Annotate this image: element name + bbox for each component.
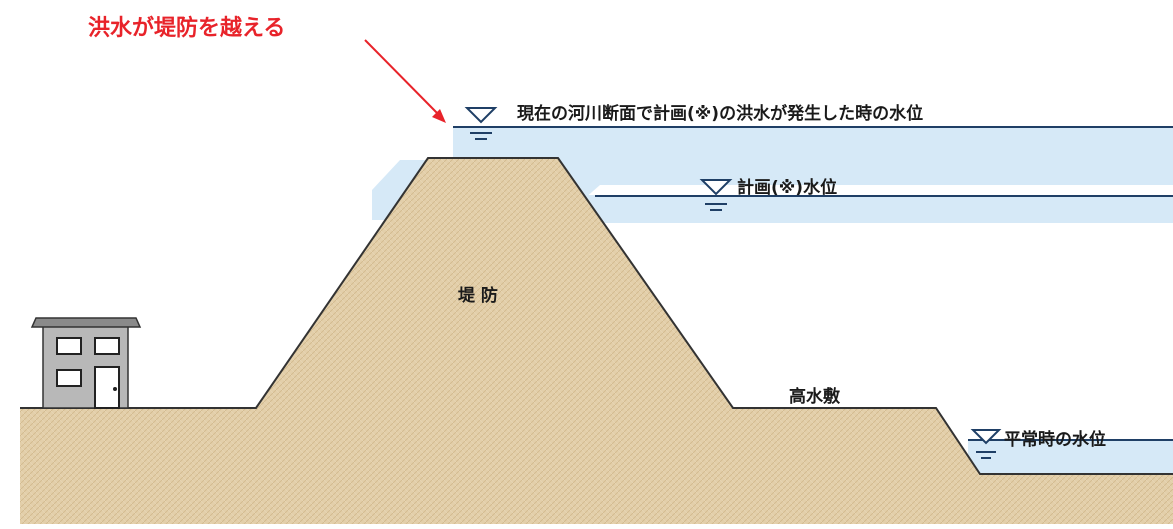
- flood-level-label: 現在の河川断面で計画(※)の洪水が発生した時の水位: [517, 103, 923, 124]
- normal-water-band: [968, 440, 1173, 474]
- levee-ground: [20, 158, 1173, 524]
- inverted-triangle-icon: [464, 107, 498, 140]
- inverted-triangle-icon: [970, 429, 1002, 459]
- normal-level-label: 平常時の水位: [1004, 429, 1106, 450]
- floodplain-label: 高水敷: [789, 386, 841, 407]
- levee-label: 堤 防: [458, 285, 498, 306]
- inverted-triangle-icon: [699, 179, 733, 211]
- ground-profile-line: [20, 157, 1173, 475]
- planned-level-label: 計画(※)水位: [737, 177, 837, 198]
- house-icon: [30, 317, 142, 409]
- overflow-arrow: [364, 39, 446, 123]
- flood-water-surface: [453, 128, 1173, 160]
- overflow-annotation: 洪水が堤防を越える: [88, 15, 285, 41]
- planned-water-band: [580, 195, 1173, 223]
